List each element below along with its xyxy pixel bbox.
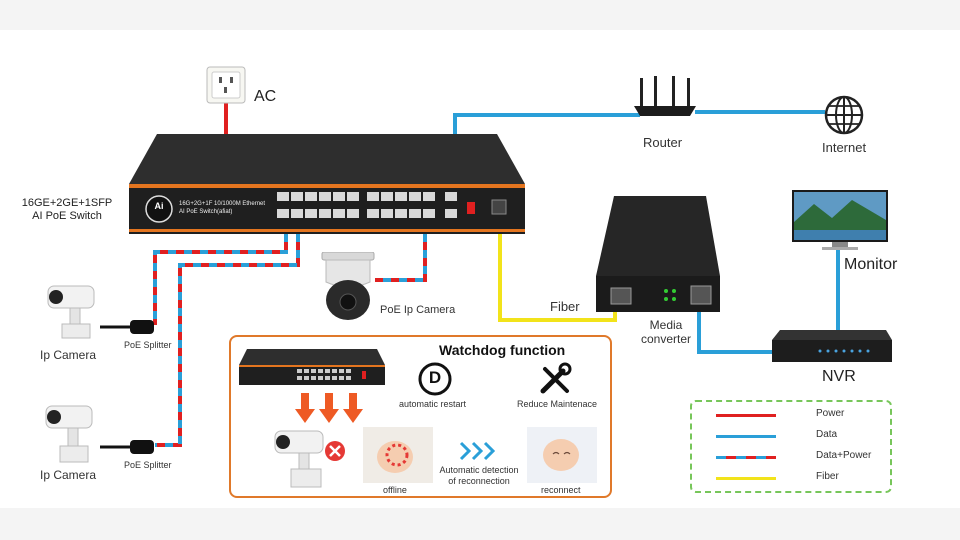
chevrons-icon <box>459 441 499 461</box>
nvr-device <box>770 330 894 364</box>
reduce-maintenance-label: Reduce Maintenace <box>517 399 598 409</box>
poe-ip-camera-label: PoE Ip Camera <box>380 304 456 316</box>
media-converter-label-line2: converter <box>640 332 692 346</box>
globe-icon <box>823 94 865 136</box>
offline-baby-image <box>363 427 433 483</box>
legend-label-data-power: Data+Power <box>816 450 872 461</box>
detection-label-line1: Automatic detection <box>439 465 519 475</box>
monitor-label: Monitor <box>844 256 898 273</box>
media-converter-label-line1: Media <box>649 318 683 332</box>
legend-line-data <box>716 435 776 438</box>
legend-item-data-power: Data+Power <box>692 448 892 466</box>
legend-item-data: Data <box>692 427 892 445</box>
offline-camera-icon <box>271 427 353 491</box>
restart-symbol: D <box>428 368 442 387</box>
poe-splitter-bottom-label: PoE Splitter <box>124 460 172 470</box>
automatic-restart-label: automatic restart <box>399 399 467 409</box>
legend-label-data: Data <box>816 429 838 440</box>
bullet-camera-top-icon <box>44 284 106 342</box>
dp-wire-poe-camera-blue <box>375 234 427 282</box>
legend-item-power: Power <box>692 406 892 424</box>
dp-wire-poe-camera-red <box>375 234 427 282</box>
fiber-label: Fiber <box>550 299 580 314</box>
poe-splitter-top-icon <box>130 318 156 336</box>
ac-outlet-icon <box>206 66 246 104</box>
bullet-camera-bottom-icon <box>42 404 104 466</box>
down-arrows-icon <box>293 393 373 427</box>
legend-item-fiber: Fiber <box>692 469 892 487</box>
watchdog-title: Watchdog function <box>439 342 566 358</box>
switch-panel-text-line2: AI PoE Switch(afiat) <box>179 209 233 215</box>
monitor-icon <box>792 190 888 252</box>
router-icon <box>632 76 698 122</box>
media-converter-label: Media converter <box>626 318 706 346</box>
reconnect-label: reconnect <box>541 485 581 495</box>
ip-camera-bottom-label: Ip Camera <box>40 468 97 482</box>
poe-switch: Ai 16G+2G+1F 10/1000M Ethernet AI PoE Sw… <box>127 134 527 238</box>
top-band <box>0 0 960 30</box>
detection-label: Automatic detection of reconnection <box>433 465 525 487</box>
mini-switch-icon <box>237 349 387 389</box>
dome-camera-icon <box>320 251 376 324</box>
nvr-label: NVR <box>822 368 856 385</box>
bottom-band <box>0 508 960 540</box>
media-converter <box>596 196 722 314</box>
legend-line-power <box>716 414 776 417</box>
dp-wire-splitter-top-red <box>153 234 288 325</box>
legend-line-fiber <box>716 477 776 480</box>
switch-panel-text-line1: 16G+2G+1F 10/1000M Ethernet <box>179 201 266 207</box>
switch-description: 16GE+2GE+1SFP AI PoE Switch <box>12 197 122 223</box>
ip-camera-top-label: Ip Camera <box>40 348 97 362</box>
poe-splitter-bottom-icon <box>130 438 156 456</box>
data-wire-nvr <box>697 312 772 354</box>
switch-desc-line2: AI PoE Switch <box>32 210 102 222</box>
router-label: Router <box>643 135 683 150</box>
reconnect-baby-image <box>527 427 597 483</box>
offline-label: offline <box>383 485 407 495</box>
switch-logo: Ai <box>154 201 164 211</box>
legend-label-fiber: Fiber <box>816 471 839 482</box>
ac-label: AC <box>254 88 277 105</box>
dp-wire-splitter-top-blue <box>153 234 288 325</box>
legend: Power Data Data+Power Fiber <box>690 400 892 493</box>
tools-icon <box>537 361 573 397</box>
detection-label-line2: of reconnection <box>448 476 510 486</box>
restart-icon: D <box>417 361 453 397</box>
switch-panel-text: 16G+2G+1F 10/1000M Ethernet AI PoE Switc… <box>179 200 265 216</box>
legend-label-power: Power <box>816 408 845 419</box>
legend-line-data-power <box>716 456 776 459</box>
watchdog-panel: Watchdog function <box>229 335 612 498</box>
switch-desc-line1: 16GE+2GE+1SFP <box>21 197 113 209</box>
poe-splitter-top-label: PoE Splitter <box>124 340 172 350</box>
dp-wire-splitter-bottom-blue <box>155 234 300 447</box>
internet-label: Internet <box>822 140 867 155</box>
